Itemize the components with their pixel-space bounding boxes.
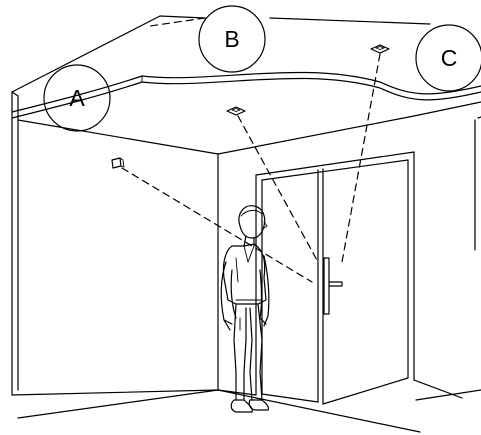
callout-a-label: A	[69, 85, 85, 111]
callout-b: B	[198, 5, 266, 73]
callout-c-label: C	[441, 45, 458, 71]
room-outline	[11, 15, 481, 433]
callout-a: A	[43, 64, 111, 132]
double-door	[255, 151, 415, 405]
person-figure	[220, 205, 270, 413]
callout-b-label: B	[224, 26, 239, 52]
callout-c: C	[415, 24, 481, 92]
ceiling-cable-tray	[11, 71, 481, 119]
ceiling-sensor-right-icon	[370, 44, 390, 54]
detection-lines	[121, 17, 381, 283]
door-handle	[323, 257, 343, 315]
wall-sensor-icon	[111, 157, 125, 169]
ceiling-sensor-center-icon	[226, 106, 246, 116]
